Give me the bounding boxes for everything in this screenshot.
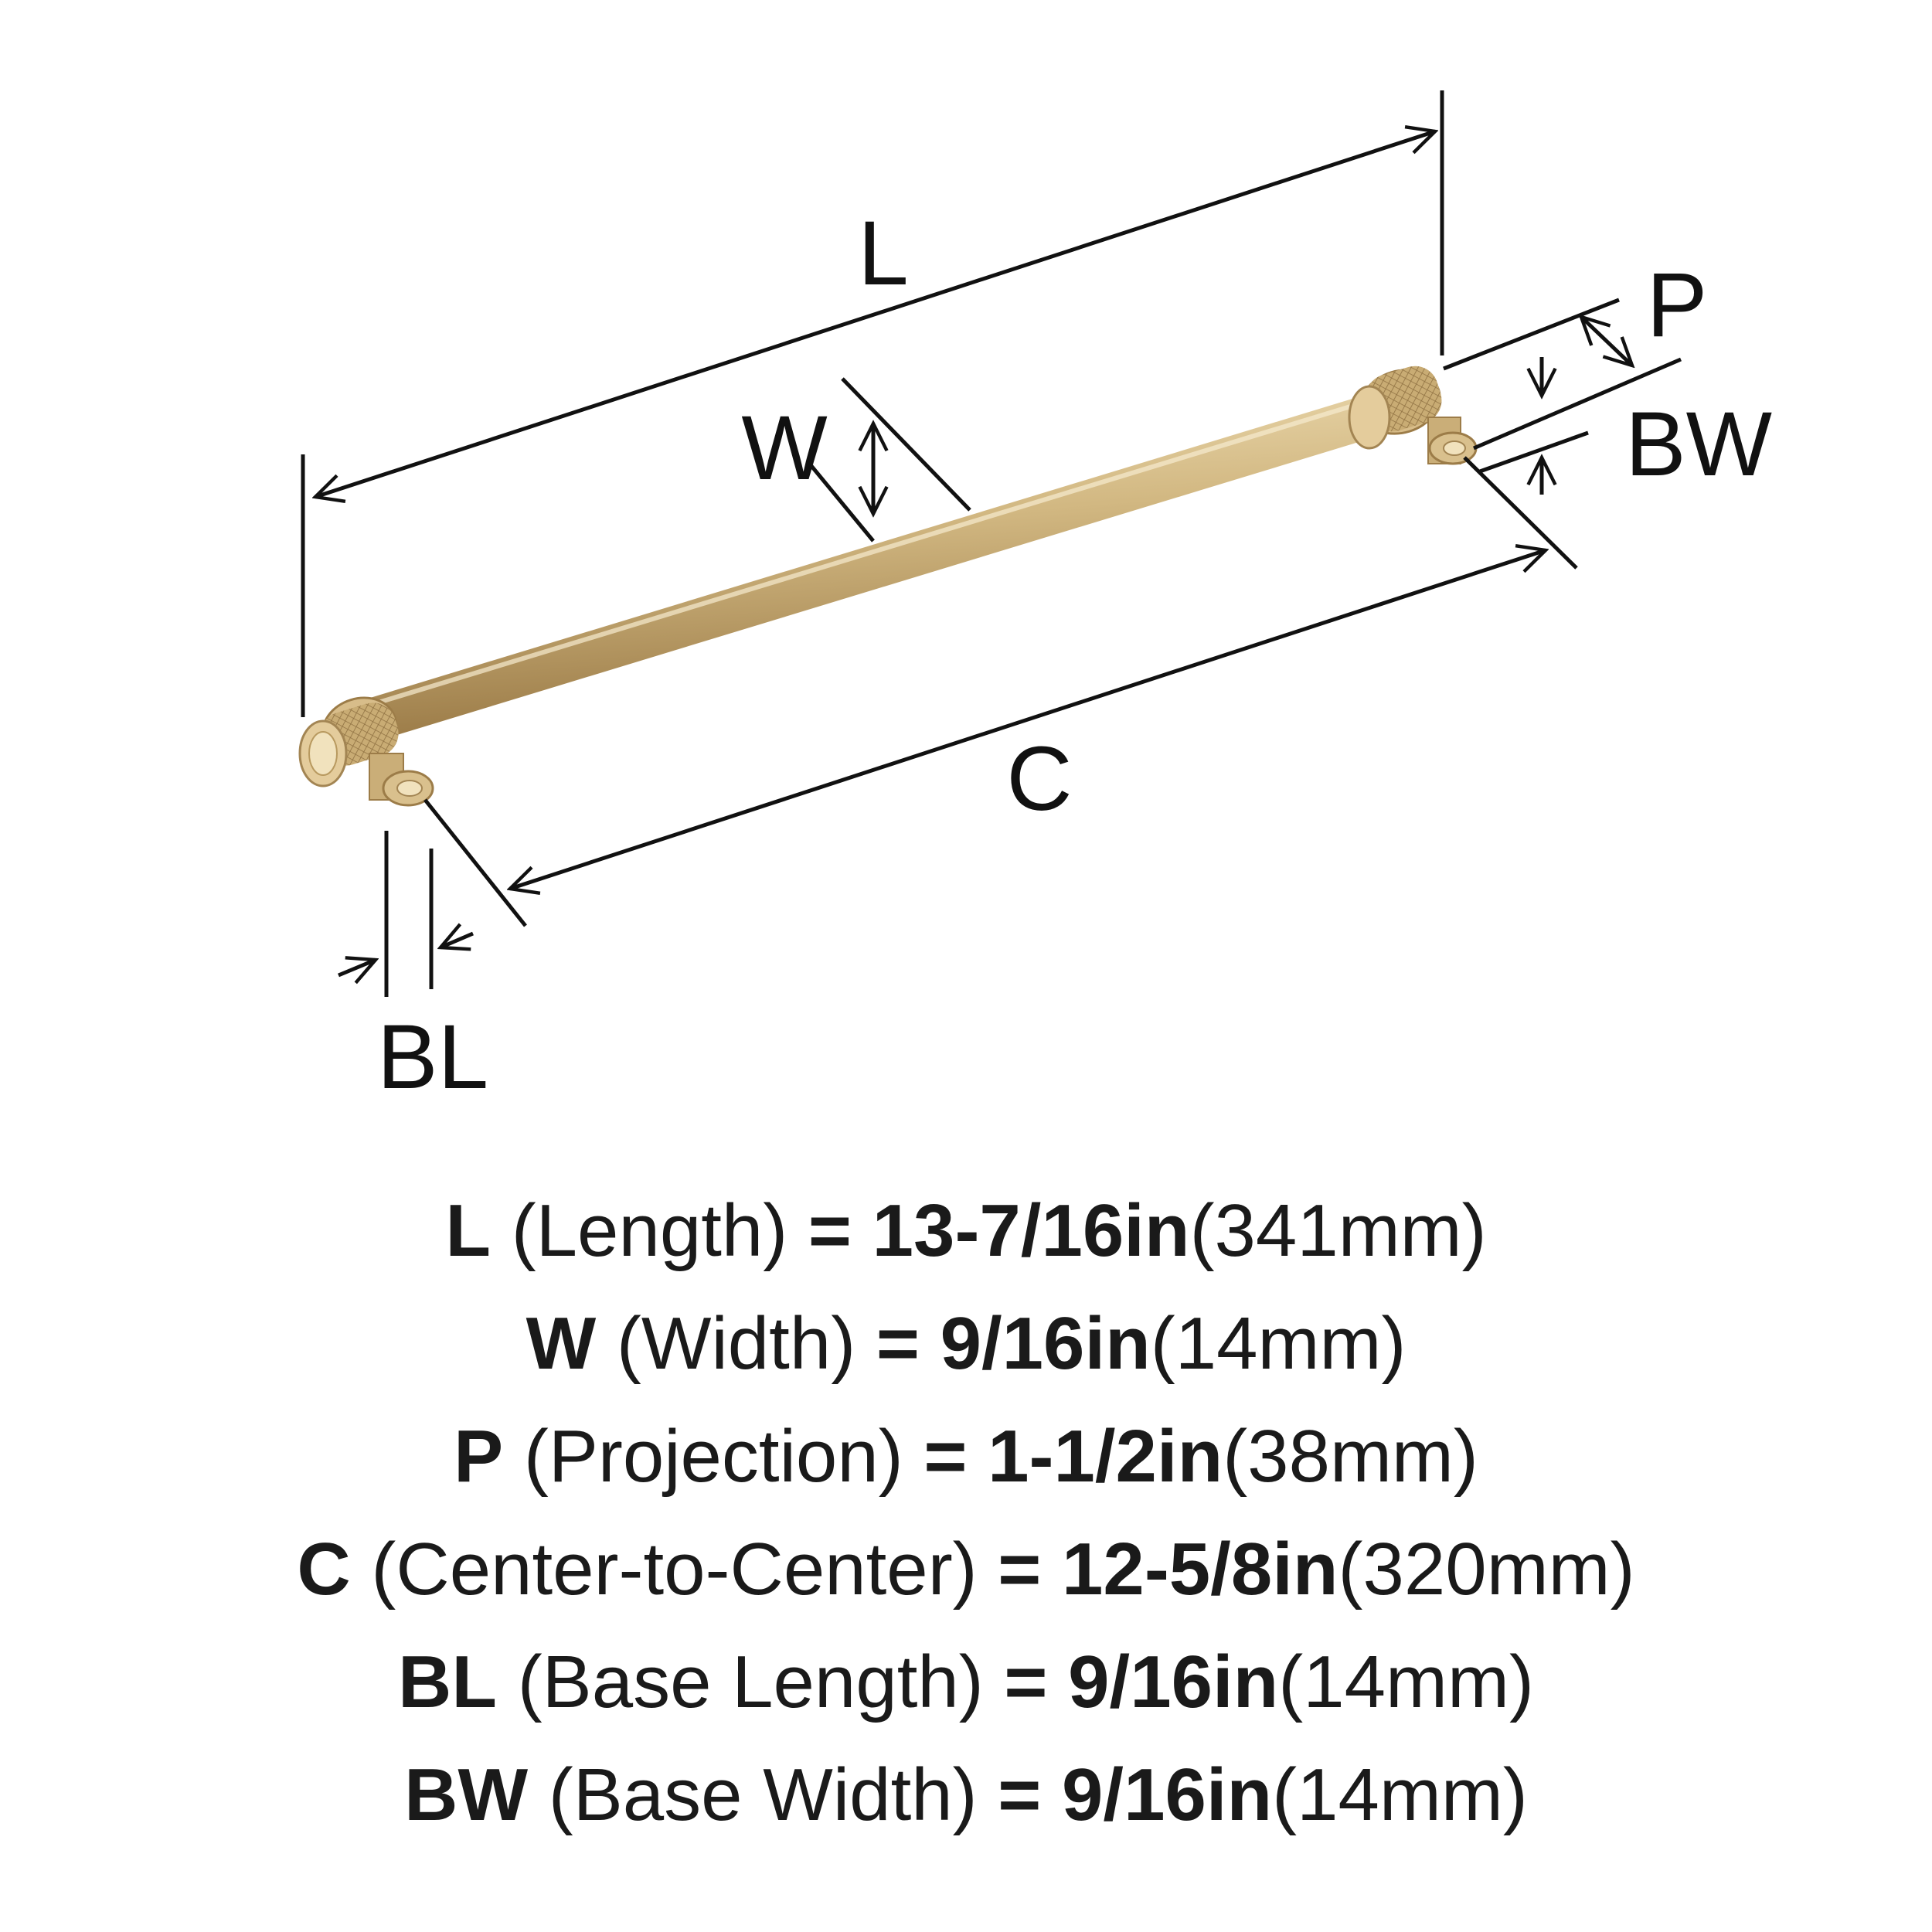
spec-imperial: 9/16in xyxy=(1068,1641,1279,1723)
P-extension-top xyxy=(1443,298,1620,371)
label-BW: BW xyxy=(1625,393,1772,495)
specification-list: L (Length) = 13-7/16in(341mm) W (Width) … xyxy=(0,1175,1932,1852)
spec-imperial: 12-5/8in xyxy=(1062,1528,1338,1611)
BL-arrow-right xyxy=(440,934,474,947)
spec-metric: (14mm) xyxy=(1150,1302,1406,1385)
C-dimension-line xyxy=(510,550,1546,889)
pull-rod xyxy=(342,388,1413,744)
spec-equals: = xyxy=(876,1302,920,1385)
spec-width: W (Width) = 9/16in(14mm) xyxy=(0,1287,1932,1400)
spec-length: L (Length) = 13-7/16in(341mm) xyxy=(0,1175,1932,1287)
spec-code: BL xyxy=(398,1641,498,1723)
spec-code: W xyxy=(526,1302,597,1385)
BL-arrow-left xyxy=(338,960,376,975)
left-post xyxy=(369,753,434,807)
spec-name: (Length) xyxy=(511,1189,788,1272)
spec-name: (Center-to-Center) xyxy=(371,1528,978,1611)
spec-code: L xyxy=(445,1189,492,1272)
spec-metric: (38mm) xyxy=(1223,1415,1478,1498)
spec-code: BW xyxy=(404,1753,529,1836)
spec-metric: (320mm) xyxy=(1338,1528,1635,1611)
spec-projection: P (Projection) = 1-1/2in(38mm) xyxy=(0,1400,1932,1513)
C-extension-left xyxy=(423,798,527,927)
spec-equals: = xyxy=(808,1189,852,1272)
dimension-diagram: L W P BW C BL xyxy=(298,90,1772,1108)
spec-equals: = xyxy=(923,1415,968,1498)
C-extension-right xyxy=(1463,456,1578,570)
W-extension-bottom xyxy=(810,464,875,543)
spec-center-to-center: C (Center-to-Center) = 12-5/8in(320mm) xyxy=(0,1513,1932,1626)
spec-imperial: 13-7/16in xyxy=(872,1189,1190,1272)
label-C: C xyxy=(1006,728,1072,830)
spec-name: (Base Length) xyxy=(517,1641,984,1723)
spec-base-width: BW (Base Width) = 9/16in(14mm) xyxy=(0,1739,1932,1852)
spec-equals: = xyxy=(998,1753,1042,1836)
spec-metric: (14mm) xyxy=(1278,1641,1534,1723)
spec-metric: (14mm) xyxy=(1272,1753,1528,1836)
spec-equals: = xyxy=(1004,1641,1048,1723)
P-dimension-line xyxy=(1581,317,1632,366)
spec-code: P xyxy=(454,1415,504,1498)
label-L: L xyxy=(858,202,909,304)
spec-metric: (341mm) xyxy=(1189,1189,1487,1272)
label-BL: BL xyxy=(377,1006,488,1108)
spec-imperial: 1-1/2in xyxy=(988,1415,1223,1498)
left-end-cap xyxy=(298,696,399,787)
label-P: P xyxy=(1647,254,1708,356)
P-extension-bottom xyxy=(1473,357,1682,451)
spec-name: (Width) xyxy=(616,1302,856,1385)
spec-name: (Projection) xyxy=(523,1415,903,1498)
W-extension-top xyxy=(841,377,971,512)
spec-code: C xyxy=(297,1528,351,1611)
right-post xyxy=(1427,417,1478,465)
L-dimension-line xyxy=(315,131,1435,497)
label-W: W xyxy=(741,397,827,499)
spec-base-length: BL (Base Length) = 9/16in(14mm) xyxy=(0,1626,1932,1739)
spec-imperial: 9/16in xyxy=(1062,1753,1273,1836)
spec-imperial: 9/16in xyxy=(940,1302,1151,1385)
BW-extension-bottom xyxy=(1479,430,1589,474)
spec-name: (Base Width) xyxy=(548,1753,978,1836)
spec-equals: = xyxy=(998,1528,1042,1611)
